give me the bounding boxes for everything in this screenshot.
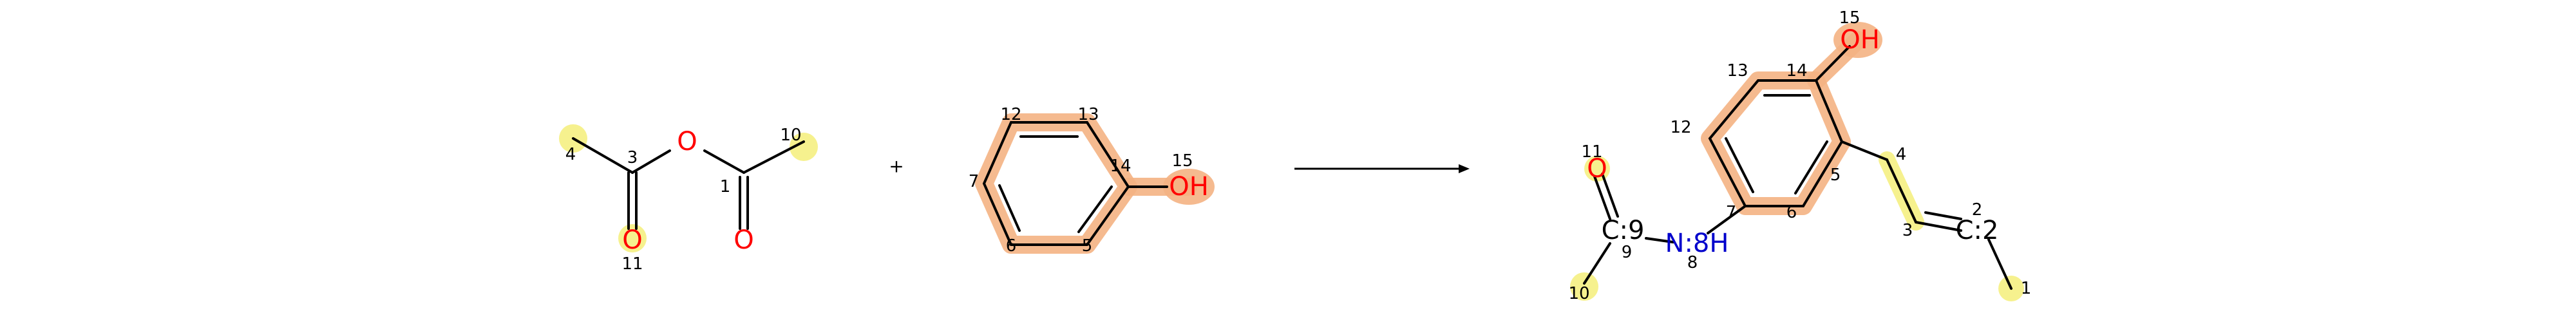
product-label-12: 12 xyxy=(1670,118,1691,137)
bond-c4-c3 xyxy=(1886,158,1917,223)
product-label-4: 4 xyxy=(1896,145,1907,164)
product-molecule: OH O C:9 N:8H C:2 15 14 13 12 11 9 10 8 … xyxy=(1568,8,2031,303)
aromatic-inner-bond-right xyxy=(1077,185,1113,233)
atom-label-1: 1 xyxy=(720,177,731,196)
atom-o-bridge: O xyxy=(677,127,697,156)
bond-1-10 xyxy=(743,140,805,174)
bond-c9-o-a xyxy=(1593,175,1611,220)
highlight-atom-10 xyxy=(1570,272,1598,301)
product-label-11: 11 xyxy=(1581,142,1602,162)
aromatic-inner-bond-left xyxy=(998,184,1021,232)
atom-label-5: 5 xyxy=(1082,236,1093,256)
bond-c9-n xyxy=(1645,237,1674,243)
bond-4-3 xyxy=(572,137,634,174)
product-atom-nh: N:8H xyxy=(1665,229,1729,258)
atom-label-10: 10 xyxy=(780,126,801,145)
product-aromatic-inner-right xyxy=(1794,140,1828,194)
reactant-acetic-anhydride: O O O 4 3 11 1 10 xyxy=(559,124,818,274)
atom-label-15: 15 xyxy=(1171,151,1193,171)
reaction-arrow xyxy=(1294,164,1470,173)
atom-o-carbonyl-right: O xyxy=(734,225,753,255)
product-label-9: 9 xyxy=(1622,243,1633,262)
highlight-oh xyxy=(1163,169,1215,205)
product-label-8: 8 xyxy=(1687,253,1698,272)
product-atom-oh: OH xyxy=(1840,25,1880,55)
atom-label-7: 7 xyxy=(969,172,980,191)
benzene-ring xyxy=(982,121,1130,246)
highlight-atom-11 xyxy=(618,224,647,252)
atom-label-14: 14 xyxy=(1110,156,1131,176)
atom-label-13: 13 xyxy=(1077,105,1099,124)
bond-c7-n xyxy=(1707,205,1747,234)
atom-o-carbonyl-left: O xyxy=(622,225,642,255)
atom-label-12: 12 xyxy=(1000,105,1021,124)
product-aromatic-inner-left xyxy=(1725,137,1754,193)
atom-label-11: 11 xyxy=(621,254,643,274)
product-label-15: 15 xyxy=(1839,8,1860,28)
bond-c3-c2-b xyxy=(1924,211,1962,220)
bond-3-o xyxy=(631,149,671,174)
product-label-14: 14 xyxy=(1786,61,1807,80)
bond-c2-c1 xyxy=(1987,238,2012,290)
atom-label-6: 6 xyxy=(1006,236,1017,256)
plus-sign: + xyxy=(889,156,904,177)
product-atom-c2: C:2 xyxy=(1956,216,1999,245)
arrow-head xyxy=(1459,164,1470,173)
reactant-phenol: OH 12 13 7 14 15 6 5 xyxy=(969,105,1215,256)
product-label-1: 1 xyxy=(2021,279,2032,298)
product-label-10: 10 xyxy=(1568,284,1589,303)
product-label-6: 6 xyxy=(1786,203,1797,222)
atom-oh: OH xyxy=(1169,172,1209,202)
bond-c14-oh xyxy=(1815,45,1851,82)
product-label-13: 13 xyxy=(1727,61,1748,80)
product-atom-c9: C:9 xyxy=(1602,216,1645,245)
product-label-5: 5 xyxy=(1830,166,1841,185)
product-label-2: 2 xyxy=(1972,200,1983,220)
atom-label-4: 4 xyxy=(565,145,576,164)
product-label-3: 3 xyxy=(1902,221,1913,240)
bond-c3-c2-a xyxy=(1915,221,1962,232)
bond-c9-o-b xyxy=(1601,173,1619,218)
atom-label-3: 3 xyxy=(627,148,638,167)
bond-c9-c10 xyxy=(1583,242,1611,285)
highlight-atom-10 xyxy=(790,133,818,161)
highlight-ring xyxy=(975,113,1137,254)
bond-o-1 xyxy=(703,149,745,174)
product-atom-o: O xyxy=(1587,154,1607,184)
bond-c5-c4 xyxy=(1841,140,1888,161)
product-label-7: 7 xyxy=(1726,203,1737,222)
